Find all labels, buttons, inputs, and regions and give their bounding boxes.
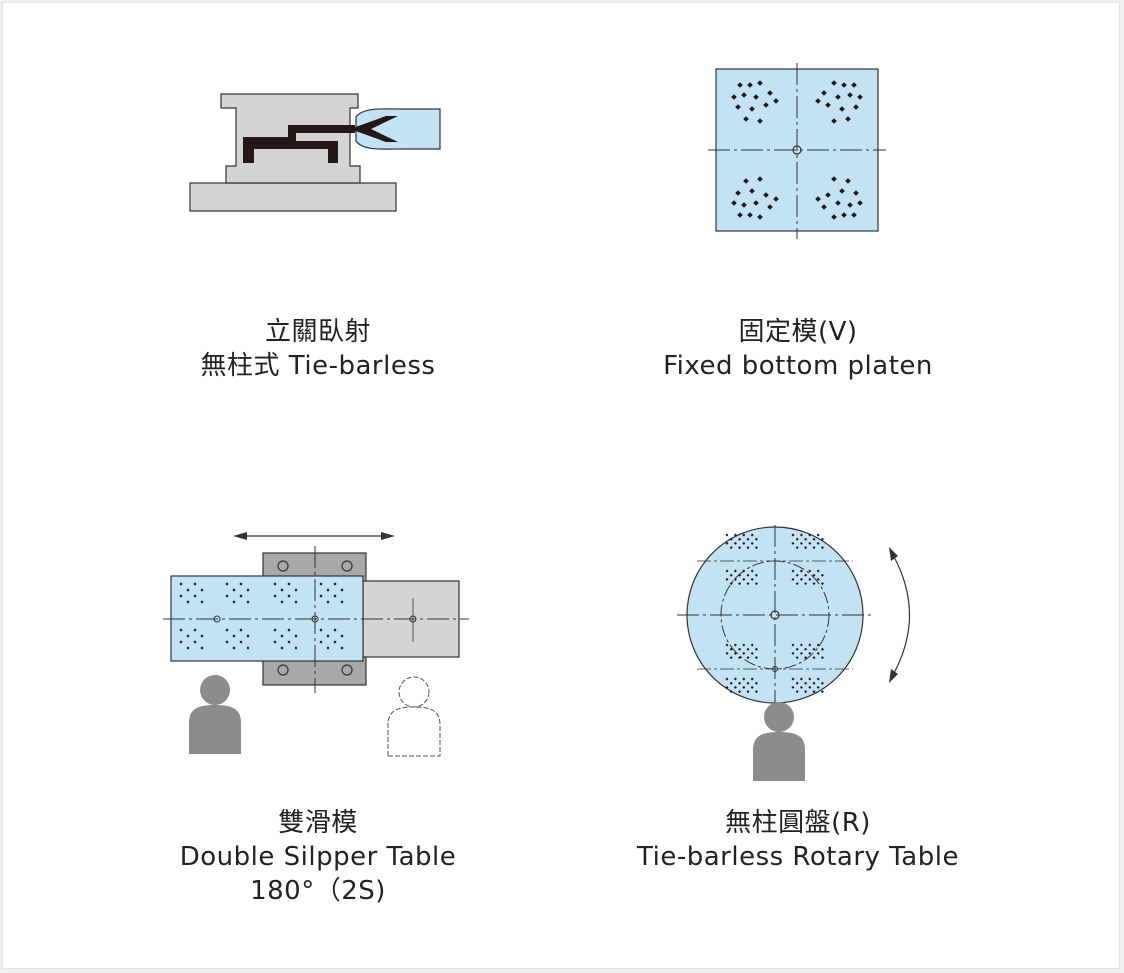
operator-alt-icon xyxy=(387,676,441,757)
fixed-platen-diagram xyxy=(708,63,886,239)
operator-icon xyxy=(189,675,241,754)
caption-en: 無柱式 Tie-barless xyxy=(200,351,436,381)
caption-zh: 無柱圓盤(R) xyxy=(725,808,871,838)
nozzle-tip xyxy=(350,116,398,142)
caption-en: Fixed bottom platen xyxy=(663,351,933,381)
caption-zh: 立關臥射 xyxy=(264,317,371,347)
rotation-head-top xyxy=(889,547,898,561)
clamp-bolts xyxy=(277,560,353,676)
rotary-table-diagram xyxy=(677,525,911,781)
slide-hole-pattern xyxy=(179,582,344,650)
injection-unit xyxy=(355,108,441,150)
tie-barless-diagram xyxy=(189,93,441,212)
caption-fixed-platen: 固定模(V) Fixed bottom platen xyxy=(623,315,973,383)
rotation-head-bottom xyxy=(889,669,898,683)
arrow-right-head xyxy=(381,532,395,540)
rotary-lower-mark xyxy=(772,666,778,672)
mold-shape xyxy=(243,125,355,163)
center-hole xyxy=(792,145,802,155)
caption-double-slipper: 雙滑模 Double Silpper Table 180°（2S) xyxy=(133,806,503,908)
caption-zh: 雙滑模 xyxy=(278,808,358,838)
caption-detail: 180°（2S) xyxy=(250,876,386,906)
rotary-center-hole xyxy=(770,610,780,620)
rotary-hole-pattern xyxy=(725,533,824,694)
caption-en: Tie-barless Rotary Table xyxy=(637,842,959,872)
double-slipper-diagram xyxy=(163,532,469,757)
rotation-arc xyxy=(892,554,911,676)
machine-base xyxy=(189,182,397,212)
caption-en: Double Silpper Table xyxy=(179,842,457,872)
arrow-left-head xyxy=(233,532,247,540)
rotary-operator-icon xyxy=(753,702,805,781)
caption-tie-barless: 立關臥射 無柱式 Tie-barless xyxy=(153,315,483,383)
caption-rotary-table: 無柱圓盤(R) Tie-barless Rotary Table xyxy=(603,806,993,874)
caption-zh: 固定模(V) xyxy=(738,317,858,347)
